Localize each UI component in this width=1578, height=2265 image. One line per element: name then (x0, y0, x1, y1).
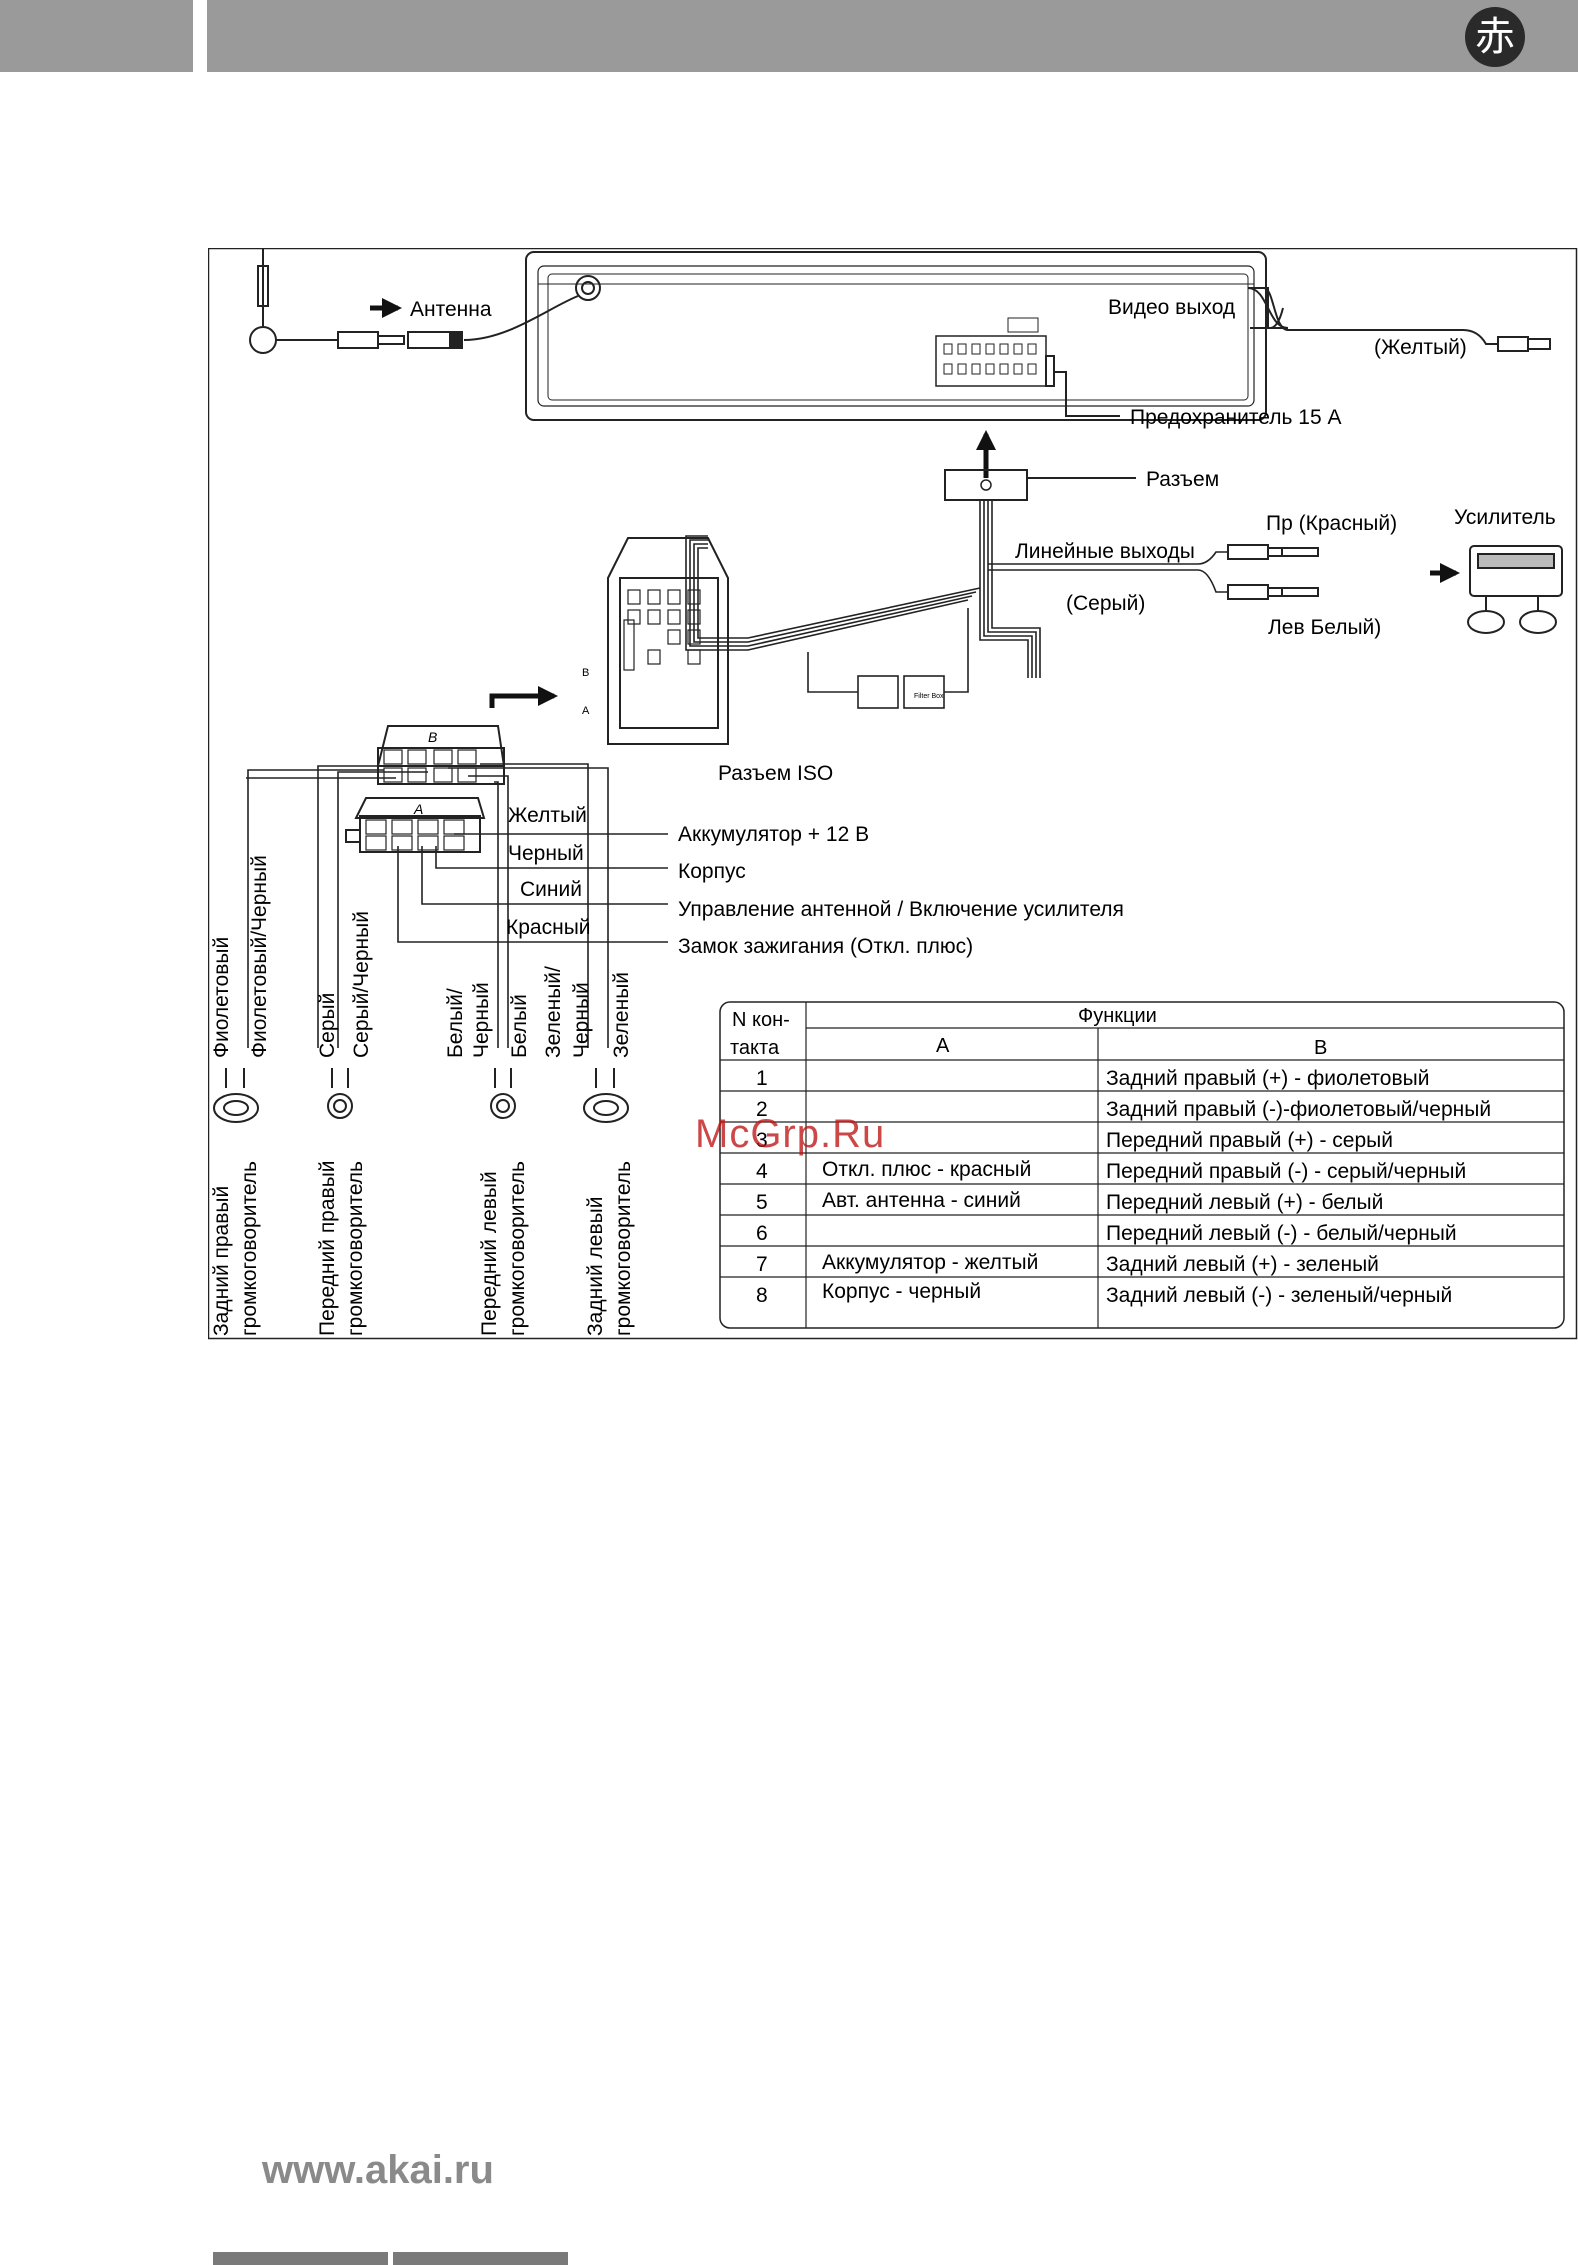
spk-rr-name1: Задний правый (210, 1186, 233, 1336)
iso-connector-label: Разъем ISO (718, 762, 833, 785)
spk-fl-color3: Белый (508, 994, 531, 1058)
spk-fl-color2: Черный (470, 982, 493, 1058)
video-out-label: Видео выход (1108, 296, 1235, 319)
spk-rr-name2: громкоговоритель (238, 1161, 261, 1336)
spk-fr-name2: громкоговоритель (344, 1161, 367, 1336)
table-row-a: Авт. антенна - синий (822, 1189, 1021, 1212)
header-bar-right (207, 0, 1578, 72)
th-pin-2: такта (730, 1037, 780, 1059)
table-row-b: Передний правый (+) - серый (1106, 1129, 1393, 1152)
amplifier-icon (1467, 545, 1563, 634)
footer-bar-right (393, 2252, 568, 2265)
right-red-label: Пр (Красный) (1266, 512, 1397, 535)
fuse-label: Предохранитель 15 А (1130, 406, 1341, 429)
rca-plugs-icon (1227, 544, 1319, 600)
wire-function-battery: Аккумулятор + 12 В (678, 823, 869, 846)
line-outputs-label: Линейные выходы (1015, 540, 1195, 563)
spk-rl-color2: Черный (570, 982, 593, 1058)
antenna-icon (249, 248, 579, 354)
th-functions: Функции (1078, 1005, 1157, 1027)
antenna-label: Антенна (410, 298, 492, 321)
footer-bar-left (213, 2252, 388, 2265)
amplifier-label: Усилитель (1454, 506, 1556, 529)
table-row-pin: 1 (756, 1067, 768, 1090)
table-row-b: Передний левый (-) - белый/черный (1106, 1222, 1457, 1245)
gray-label: (Серый) (1066, 592, 1145, 615)
wire-color-blue: Синий (520, 878, 582, 901)
wire-color-black: Черный (508, 842, 584, 865)
connector-label: Разъем (1146, 468, 1219, 491)
spk-fl-name2: громкоговоритель (506, 1161, 529, 1336)
wire-function-antenna: Управление антенной / Включение усилител… (678, 898, 1124, 921)
wire-color-yellow: Желтый (508, 804, 587, 827)
table-row-b: Передний левый (+) - белый (1106, 1191, 1383, 1214)
wire-function-ground: Корпус (678, 860, 746, 883)
table-row-pin: 7 (756, 1253, 768, 1276)
spk-rr-color2: Фиолетовый/Черный (248, 855, 271, 1058)
table-row-pin: 3 (756, 1129, 768, 1152)
spk-rl-color1: Зеленый/ (542, 966, 565, 1058)
spk-rl-color3: Зеленый (610, 972, 633, 1058)
spk-rr-color1: Фиолетовый (210, 937, 233, 1058)
table-row-pin: 4 (756, 1160, 768, 1183)
akai-logo-icon: 赤 (1465, 7, 1525, 67)
spk-fr-color2: Серый/Черный (350, 911, 373, 1058)
watermark: McGrp.Ru (695, 1112, 886, 1156)
table-row-b: Передний правый (-) - серый/черный (1106, 1160, 1466, 1183)
spk-rl-name2: громкоговоритель (612, 1161, 635, 1336)
website-link[interactable]: www.akai.ru (262, 2148, 494, 2192)
header-bar-left (0, 0, 193, 72)
table-row-b: Задний правый (-)-фиолетовый/черный (1106, 1098, 1491, 1121)
head-unit (525, 251, 1267, 421)
block-b-label: B (428, 729, 437, 745)
wire-color-red: Красный (506, 916, 591, 939)
th-b: B (1314, 1037, 1327, 1059)
iso-connector-icon (607, 537, 729, 745)
video-yellow-label: (Желтый) (1374, 336, 1467, 359)
iso-a-label: A (582, 705, 590, 717)
wire-function-ignition: Замок зажигания (Откл. плюс) (678, 935, 973, 958)
table-row-b: Задний правый (+) - фиолетовый (1106, 1067, 1429, 1090)
table-row-b: Задний левый (-) - зеленый/черный (1106, 1284, 1452, 1307)
pin-function-table: N кон- такта Функции A B 1 Задний правый… (719, 1001, 1565, 1329)
table-row-b: Задний левый (+) - зеленый (1106, 1253, 1379, 1276)
th-pin-1: N кон- (732, 1009, 790, 1031)
spk-fr-color1: Серый (316, 993, 339, 1058)
spk-fl-color1: Белый/ (444, 988, 467, 1058)
filter-box-label: Filter Box (914, 693, 944, 700)
left-white-label: Лев Белый) (1268, 616, 1381, 639)
iso-b-label: B (582, 667, 589, 679)
wiring-diagram: Антенна Видео выход (Желтый) Предохранит… (207, 247, 1578, 1340)
table-row-pin: 8 (756, 1284, 768, 1307)
speaker-icons (213, 1068, 629, 1123)
th-a: A (936, 1035, 950, 1057)
table-row-pin: 5 (756, 1191, 768, 1214)
table-row-pin: 6 (756, 1222, 768, 1245)
spk-fr-name1: Передний правый (316, 1160, 339, 1336)
spk-fl-name1: Передний левый (478, 1171, 501, 1336)
spk-rl-name1: Задний левый (584, 1197, 607, 1336)
table-row-pin: 2 (756, 1098, 768, 1121)
table-row-a: Корпус - черный (822, 1280, 981, 1303)
block-b (376, 725, 506, 785)
table-row-a: Аккумулятор - желтый (822, 1251, 1038, 1274)
table-row-a: Откл. плюс - красный (822, 1158, 1031, 1181)
block-a-label: A (413, 801, 423, 817)
